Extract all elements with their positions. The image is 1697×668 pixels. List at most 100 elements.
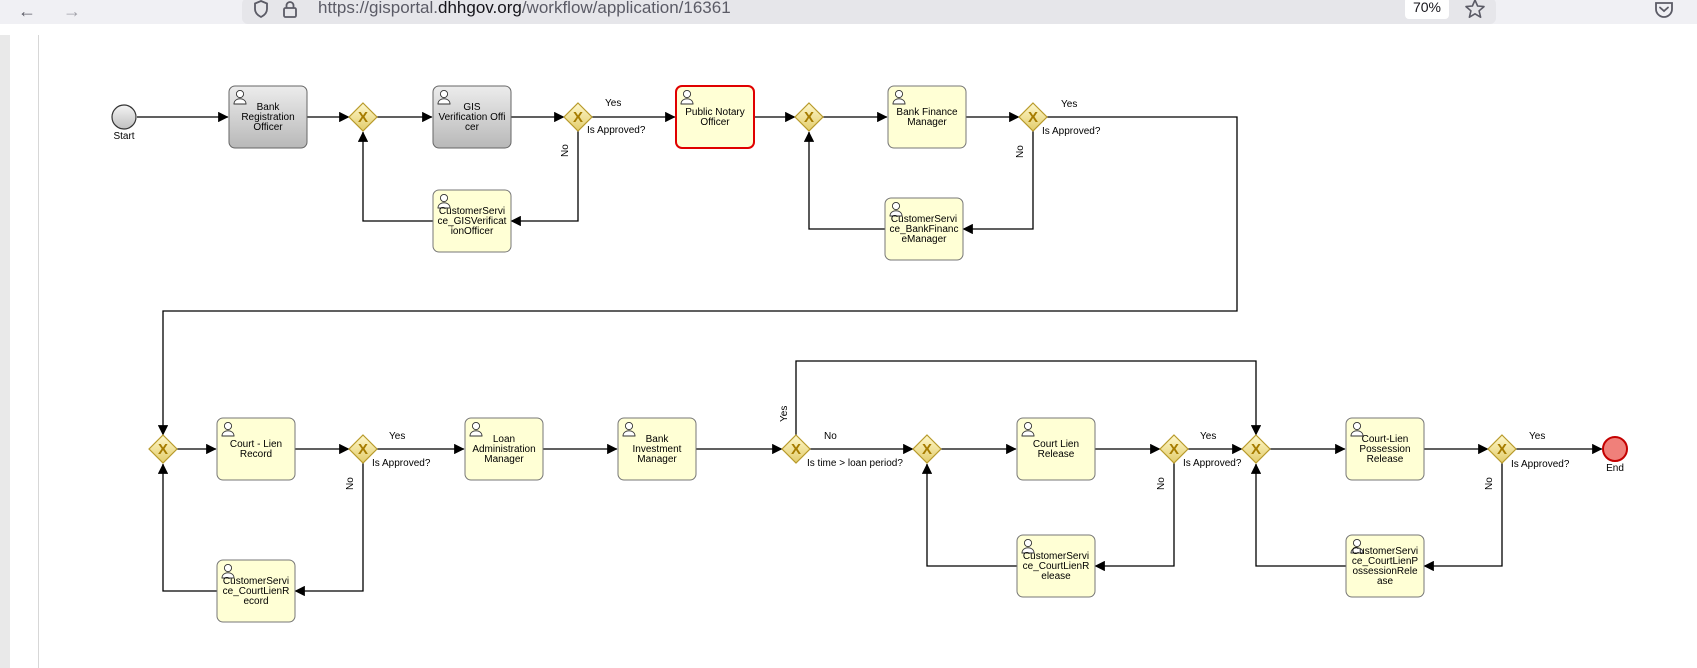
gateways: X X X X X X X X X X X: [148, 102, 1517, 464]
canvas-border: [38, 35, 39, 668]
url-text[interactable]: https://gisportal.dhhgov.org/workflow/ap…: [318, 0, 731, 20]
gateway-x-icon: X: [1497, 441, 1507, 458]
user-icon: [680, 89, 694, 105]
exclusive-gateway[interactable]: X: [781, 434, 811, 464]
forward-button[interactable]: →: [59, 0, 85, 22]
user-icon: [1350, 538, 1364, 554]
task-label-line: Administration: [472, 444, 535, 455]
exclusive-gateway[interactable]: X: [148, 434, 178, 464]
task-label-line: Release: [1367, 454, 1404, 465]
exclusive-gateway[interactable]: X: [563, 102, 593, 132]
exclusive-gateway[interactable]: X: [1018, 102, 1048, 132]
label-is-approved: Is Approved?: [1511, 459, 1570, 470]
flow-gateway-no-to-cs-court-lien-record: [294, 463, 364, 597]
exclusive-gateway[interactable]: X: [348, 434, 378, 464]
task-label-line: Verification Offi: [438, 112, 505, 123]
task-label-line: Possession: [1359, 444, 1410, 455]
flow-cs-gis-back-to-gateway: [357, 131, 433, 222]
exclusive-gateway[interactable]: X: [1241, 434, 1271, 464]
start-event[interactable]: [111, 104, 137, 130]
label-is-approved: Is Approved?: [372, 458, 431, 469]
user-icon: [469, 421, 483, 437]
user-icon: [892, 89, 906, 105]
label-no: No: [824, 431, 837, 442]
star-icon[interactable]: [1464, 0, 1486, 20]
lock-icon[interactable]: [280, 0, 300, 19]
task-label-line: Manager: [907, 117, 947, 128]
label-is-time-loan-period: Is time > loan period?: [807, 458, 903, 469]
task-label-line: Registration: [241, 112, 294, 123]
task-label-line: Public Notary: [685, 107, 744, 118]
task-label-line: CustomerServi: [1352, 546, 1418, 557]
url-prefix: https://gisportal.: [318, 0, 439, 17]
end-event[interactable]: [1602, 436, 1628, 462]
gateway-x-icon: X: [358, 109, 368, 126]
task-label-line: CustomerServi: [223, 576, 289, 587]
gateway-x-icon: X: [158, 441, 168, 458]
user-icon: [1021, 538, 1035, 554]
task-label-line: elease: [1041, 571, 1071, 582]
task-label-line: ossessionRele: [1352, 566, 1417, 577]
task-label-line: cer: [465, 122, 480, 133]
task-label-line: Investment: [633, 444, 682, 455]
shield-icon[interactable]: [251, 0, 271, 19]
zoom-level-button[interactable]: 70%: [1405, 0, 1449, 19]
exclusive-gateway[interactable]: X: [1159, 434, 1189, 464]
task-label-line: Officer: [700, 117, 730, 128]
user-icon: [221, 563, 235, 579]
task-label-line: ce_CourtLienR: [1023, 561, 1090, 572]
end-event-label: End: [1606, 463, 1624, 474]
label-no: No: [1156, 477, 1167, 490]
gateway-x-icon: X: [573, 109, 583, 126]
address-bar[interactable]: https://gisportal.dhhgov.org/workflow/ap…: [242, 0, 1496, 24]
flow-cs-court-lien-release-back-to-gateway: [921, 463, 1017, 567]
label-no: No: [345, 477, 356, 490]
exclusive-gateway[interactable]: X: [348, 102, 378, 132]
flow-gateway-no-to-cs-possession: [1423, 463, 1503, 572]
task-label-line: Court Lien: [1033, 439, 1079, 450]
exclusive-gateway[interactable]: X: [912, 434, 942, 464]
gateway-x-icon: X: [1028, 109, 1038, 126]
exclusive-gateway[interactable]: X: [1487, 434, 1517, 464]
task-label-line: ce_CourtLienR: [223, 586, 290, 597]
back-button[interactable]: ←: [14, 0, 40, 22]
user-icon: [1350, 421, 1364, 437]
task-label-line: ce_BankFinanc: [890, 224, 959, 235]
task-label-line: ce_CourtLienP: [1352, 556, 1418, 567]
flow-labels: Yes Is Approved? No Yes Is Approved? No …: [345, 98, 1570, 490]
task-label-line: Record: [240, 449, 272, 460]
task-label-line: Manager: [637, 454, 677, 465]
start-event-label: Start: [113, 131, 134, 142]
task-label-line: Manager: [484, 454, 524, 465]
label-no: No: [560, 144, 571, 157]
user-icon: [1021, 421, 1035, 437]
exclusive-gateway[interactable]: X: [794, 102, 824, 132]
arrow-left-icon: ←: [18, 1, 36, 21]
task-label-line: Court - Lien: [230, 439, 282, 450]
label-yes: Yes: [389, 431, 405, 442]
url-path: /workflow/application/16361: [521, 0, 731, 17]
user-icon: [221, 421, 235, 437]
user-icon: [622, 421, 636, 437]
task-label-line: Court-Lien: [1362, 434, 1409, 445]
task-label-line: GIS: [463, 102, 481, 113]
events: Start End: [111, 104, 1628, 474]
user-task-cs-court-lien-possession-release[interactable]: CustomerService_CourtLienPossessionRelea…: [1345, 534, 1425, 598]
label-is-approved: Is Approved?: [1183, 458, 1242, 469]
task-label-line: Loan: [493, 434, 515, 445]
pocket-icon[interactable]: [1653, 0, 1675, 20]
